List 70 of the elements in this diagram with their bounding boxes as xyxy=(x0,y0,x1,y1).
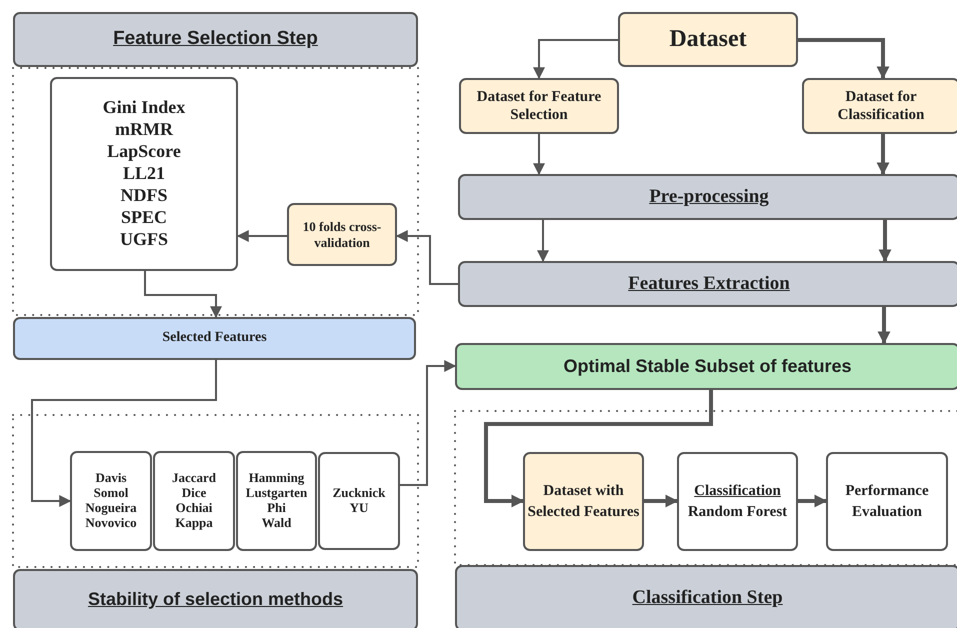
process-box xyxy=(287,203,397,266)
label-text: Gini Index xyxy=(102,97,186,120)
label-text: LL21 xyxy=(122,163,165,185)
arrow xyxy=(537,220,549,262)
process-box xyxy=(677,452,798,551)
arrow xyxy=(878,307,890,344)
arrow xyxy=(644,494,678,508)
label-text: Lustgarten xyxy=(246,486,308,501)
label-text: YU xyxy=(350,501,368,516)
label-text: Davis xyxy=(95,471,127,486)
label-text: Kappa xyxy=(175,516,213,531)
label-text: Optimal Stable Subset of features xyxy=(563,356,852,378)
arrow xyxy=(396,230,458,285)
label-text: LapScore xyxy=(107,141,181,164)
label-text: Nogueira xyxy=(85,501,137,516)
metric-box xyxy=(236,451,317,551)
arrow xyxy=(484,390,713,508)
label-text: 10 folds cross-validation xyxy=(302,218,382,250)
label-text: Performance Evaluation xyxy=(844,482,930,522)
label-text: Random Forest xyxy=(688,502,788,522)
arrow xyxy=(876,134,890,176)
heading-text: Stability of selection methods xyxy=(88,589,344,611)
label-text: Hamming xyxy=(248,471,304,486)
label-text: Jaccard xyxy=(172,471,216,486)
label-text: Dataset for Classification xyxy=(836,88,926,124)
heading-text: Pre-processing xyxy=(649,186,769,208)
arrow xyxy=(798,494,828,508)
arrow xyxy=(533,134,545,176)
process-bar xyxy=(458,261,957,307)
heading-text: Classification xyxy=(694,482,781,502)
label-text: Ochiai xyxy=(176,501,212,516)
label-text: Dataset with Selected Features xyxy=(526,482,640,522)
label-text: Dataset for Feature Selection xyxy=(476,88,602,124)
heading-text: Feature Selection Step xyxy=(113,28,318,51)
process-bar xyxy=(455,343,957,390)
process-bar xyxy=(458,174,957,220)
heading-text: Features Extraction xyxy=(628,272,790,296)
label-text: mRMR xyxy=(115,119,173,142)
heading-text: Classification Step xyxy=(632,586,783,610)
process-box xyxy=(459,78,619,134)
step-header xyxy=(13,569,418,628)
step-header xyxy=(455,565,957,628)
arrow xyxy=(533,39,618,80)
process-bar xyxy=(13,317,416,360)
process-box xyxy=(802,78,957,134)
arrow xyxy=(798,38,890,80)
label-text: SPEC xyxy=(120,206,167,229)
arrow xyxy=(31,360,217,507)
label-text: Dataset xyxy=(669,25,747,54)
label-text: Phi xyxy=(267,501,286,516)
label-text: UGFS xyxy=(120,228,168,251)
step-header xyxy=(13,12,418,67)
label-text: Wald xyxy=(262,516,292,531)
metric-box xyxy=(70,451,152,551)
label-text: Selected Features xyxy=(162,330,267,347)
process-box xyxy=(826,452,948,551)
arrow xyxy=(878,220,892,262)
label-text: Zucknick xyxy=(332,486,386,501)
arrow xyxy=(400,360,456,486)
process-box xyxy=(618,12,798,67)
arrow xyxy=(236,230,287,242)
arrow xyxy=(144,271,222,318)
label-text: Somol xyxy=(94,486,128,501)
label-text: NDFS xyxy=(120,184,168,207)
label-text: Dice xyxy=(182,486,206,501)
method-list-box xyxy=(50,77,238,271)
label-text: Novovico xyxy=(85,516,137,531)
metric-box xyxy=(318,452,400,550)
process-box xyxy=(523,452,644,551)
metric-box xyxy=(153,451,235,551)
